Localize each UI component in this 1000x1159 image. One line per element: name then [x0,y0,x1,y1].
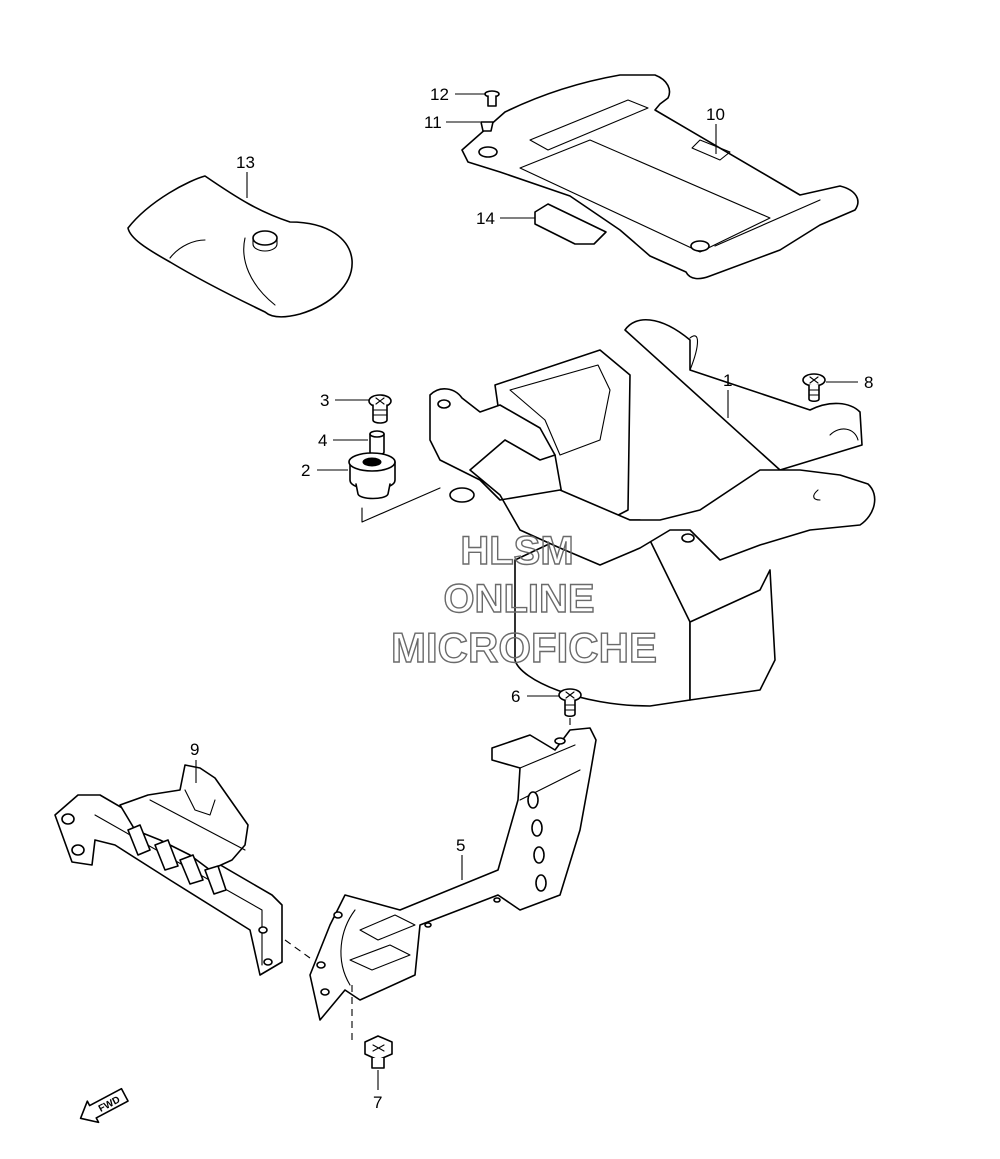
part-7-bolt[interactable] [351,985,393,1069]
part-5-bracket[interactable] [309,727,597,1021]
grommet-guide-line [361,487,441,523]
leader-lines [195,93,858,1090]
callout-6: 6 [511,687,520,706]
callout-4: 4 [318,431,327,450]
part-3-bolt[interactable] [368,394,392,424]
watermark-line-3: MICROFICHE [391,624,657,671]
callout-7: 7 [373,1093,382,1112]
fwd-arrow-icon: FWD [79,1087,129,1124]
callout-5: 5 [456,836,465,855]
callout-8: 8 [864,373,873,392]
callout-2: 2 [301,461,310,480]
fwd-label: FWD [97,1094,122,1114]
part-14-pad[interactable] [534,203,607,245]
part-11-clip[interactable] [480,121,494,132]
part-6-bolt[interactable] [558,688,582,718]
part-1-battery-tray[interactable] [429,319,876,707]
watermark-line-1: HLSM [460,529,573,573]
part-13-cover[interactable] [127,175,353,318]
callout-labels: 12 11 10 13 14 1 8 3 4 2 6 9 5 7 [190,85,873,1112]
part-5-guide-line [284,939,311,959]
callout-13: 13 [236,153,255,172]
part-12-pin[interactable] [484,90,500,107]
callout-12: 12 [430,85,449,104]
callout-10: 10 [706,105,725,124]
callout-14: 14 [476,209,495,228]
callout-11: 11 [424,113,442,132]
watermark: HLSM ONLINE MICROFICHE [390,528,657,671]
watermark-line-2: ONLINE [443,577,594,621]
part-8-bolt[interactable] [802,373,826,403]
part-10-top-plate[interactable] [461,74,859,280]
callout-3: 3 [320,391,329,410]
part-9-bracket[interactable] [54,764,283,976]
part-4-collar[interactable] [369,430,385,456]
callout-9: 9 [190,740,199,759]
part-2-grommet[interactable] [348,452,396,500]
callout-1: 1 [723,371,732,390]
